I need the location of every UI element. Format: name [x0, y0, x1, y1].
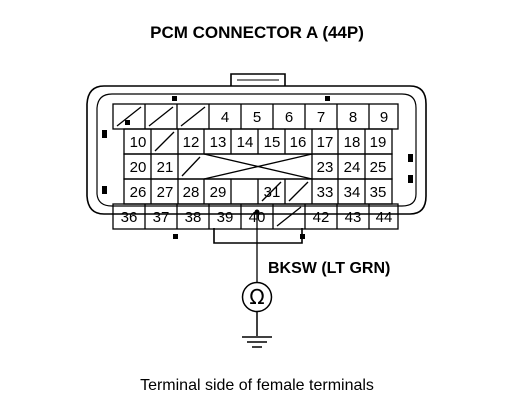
terminal-20: 20	[130, 159, 147, 176]
terminal-44: 44	[376, 209, 393, 226]
terminal-37: 37	[153, 209, 170, 226]
ground-symbol-icon	[242, 311, 272, 348]
terminal-39: 39	[217, 209, 234, 226]
terminal-16: 16	[290, 134, 307, 151]
terminal-25: 25	[370, 159, 387, 176]
terminal-4: 4	[221, 109, 229, 126]
terminal-43: 43	[345, 209, 362, 226]
diagram-title: PCM CONNECTOR A (44P)	[150, 23, 364, 42]
terminal-38: 38	[185, 209, 202, 226]
terminal-24: 24	[344, 159, 361, 176]
terminal-19: 19	[370, 134, 387, 151]
terminal-17: 17	[317, 134, 334, 151]
unused-block-cross	[203, 153, 313, 180]
terminal-29: 29	[210, 184, 227, 201]
terminal-5: 5	[253, 109, 261, 126]
terminal-10: 10	[130, 134, 147, 151]
wire-label: BKSW (LT GRN)	[268, 260, 390, 277]
terminal-28: 28	[183, 184, 200, 201]
terminal-34: 34	[344, 184, 361, 201]
terminal-35: 35	[370, 184, 387, 201]
terminal-18: 18	[344, 134, 361, 151]
terminal-13: 13	[210, 134, 227, 151]
terminal-grid	[112, 103, 399, 230]
terminal-8: 8	[349, 109, 357, 126]
terminal-27: 27	[157, 184, 174, 201]
terminal-6: 6	[285, 109, 293, 126]
ohm-symbol: Ω	[249, 285, 264, 309]
terminal-42: 42	[313, 209, 330, 226]
housing-marks	[102, 96, 413, 239]
terminal-31: 31	[264, 184, 281, 201]
terminal-23: 23	[317, 159, 334, 176]
probe-tip	[254, 209, 260, 215]
terminal-15: 15	[264, 134, 281, 151]
terminal-12: 12	[183, 134, 200, 151]
terminal-labels: 4 5 6 7 8 9 10 12 13 14 15 16 17 18 19 2…	[121, 109, 393, 226]
terminal-36: 36	[121, 209, 138, 226]
terminal-33: 33	[317, 184, 334, 201]
terminal-21: 21	[157, 159, 174, 176]
unused-terminal-marks	[116, 106, 309, 227]
connector-housing	[86, 73, 427, 244]
diagram-caption: Terminal side of female terminals	[140, 377, 374, 394]
terminal-14: 14	[237, 134, 254, 151]
ohmmeter-icon: Ω	[241, 281, 273, 313]
terminal-26: 26	[130, 184, 147, 201]
terminal-9: 9	[380, 109, 388, 126]
terminal-7: 7	[317, 109, 325, 126]
